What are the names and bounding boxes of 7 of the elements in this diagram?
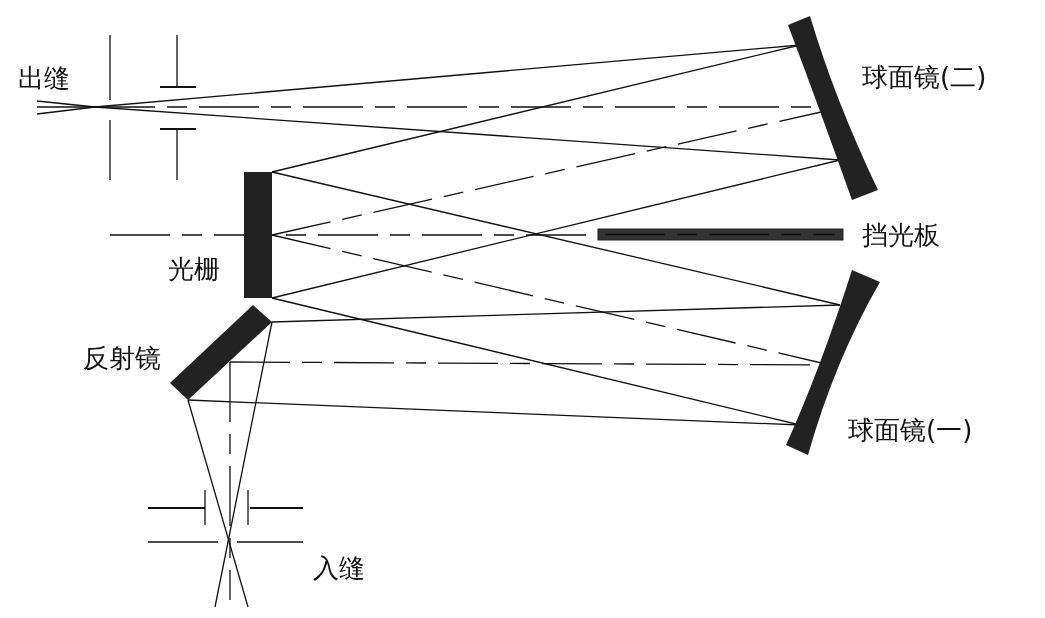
part-label: 球面镜(二)	[862, 62, 987, 92]
part-label: 出缝	[18, 63, 70, 93]
part-label: 球面镜(一)	[848, 415, 973, 445]
part-label: 入缝	[313, 553, 365, 583]
part-label: 光栅	[168, 254, 220, 284]
part-label: 挡光板	[862, 220, 940, 250]
part-label: 反射镜	[83, 343, 161, 373]
